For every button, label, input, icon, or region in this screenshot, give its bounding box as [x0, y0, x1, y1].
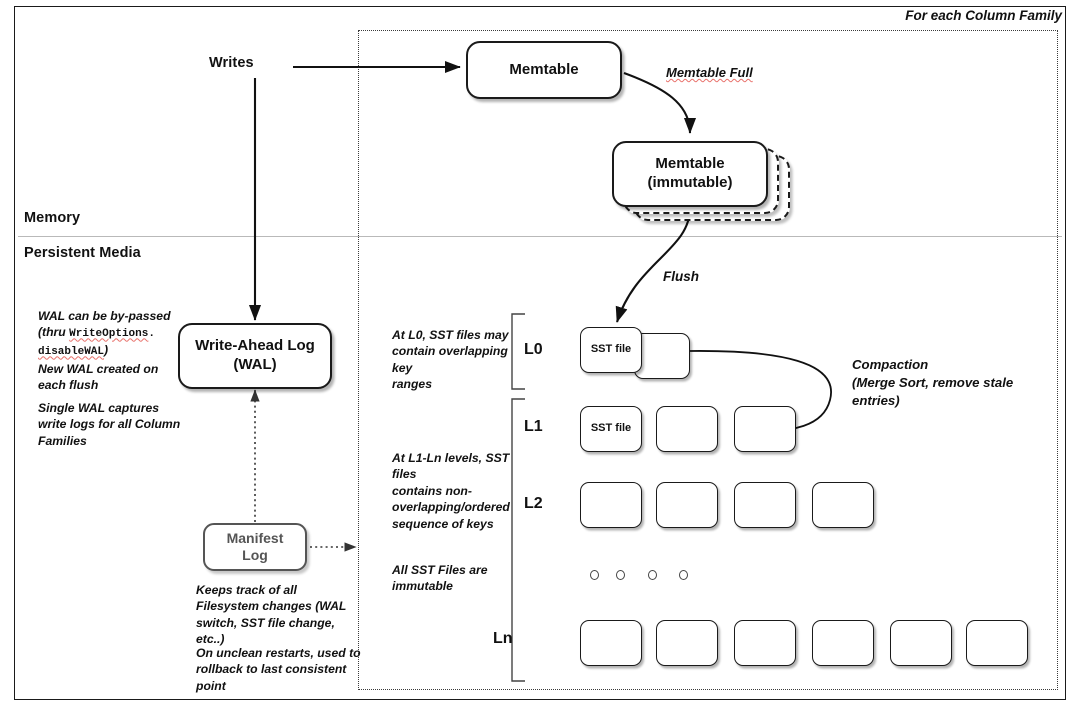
node-memtable[interactable]: Memtable — [466, 41, 622, 99]
annotation-l1ln-note-line-1: At L1-Ln levels, SST files — [392, 451, 510, 482]
node-memtable-immutable-label-1: Memtable — [655, 155, 725, 173]
level-label-l1: L1 — [524, 418, 543, 435]
section-label-memory: Memory — [24, 210, 81, 226]
annotation-wal-single-line-2: write logs for all Column — [38, 417, 181, 432]
sst-file-ln-2[interactable] — [656, 620, 718, 666]
sst-file-l2-4[interactable] — [812, 482, 874, 528]
sst-file-l0-1-label: SST file — [590, 343, 632, 356]
writes-label: Writes — [209, 55, 254, 71]
annotation-l0-note-line-2: contain overlapping key — [392, 344, 508, 375]
compaction-line-2: (Merge Sort, remove stale — [852, 374, 1014, 390]
annotation-immutable-note: All SST Files are immutable — [392, 562, 512, 595]
sst-file-l2-1[interactable] — [580, 482, 642, 528]
sst-file-l2-2[interactable] — [656, 482, 718, 528]
annotation-l1ln-note: At L1-Ln levels, SST files contains non-… — [392, 450, 512, 532]
annotation-immutable-note-line-2: immutable — [392, 579, 453, 594]
memory-persistent-divider — [18, 236, 1062, 237]
annotation-wal-new-line-1: New WAL created on — [38, 362, 159, 376]
sst-file-ln-3[interactable] — [734, 620, 796, 666]
annotation-manifest-rollback-line-3: point — [196, 678, 226, 693]
annotation-l0-note-line-1: At L0, SST files may — [392, 328, 509, 342]
annotation-manifest-rollback-line-2: rollback to last consistent — [196, 662, 347, 677]
annotation-wal-bypass-line-2-pre: (thru — [38, 325, 70, 340]
annotation-wal-single-line-1: Single WAL captures — [38, 401, 159, 415]
annotation-wal-bypass: WAL can be by-passed (thru WriteOptions.… — [38, 308, 208, 360]
annotation-l1ln-note-line-3: overlapping/ordered — [392, 500, 510, 515]
level-label-l0: L0 — [524, 341, 543, 358]
annotation-manifest-rollback-line-1: On unclean restarts, used to — [196, 646, 361, 660]
annotation-manifest-track: Keeps track of all Filesystem changes (W… — [196, 582, 356, 648]
annotation-manifest-rollback: On unclean restarts, used to rollback to… — [196, 645, 366, 694]
node-write-ahead-log[interactable]: Write-Ahead Log (WAL) — [178, 323, 332, 389]
ellipsis-dot-4 — [679, 570, 688, 580]
ellipsis-dot-2 — [616, 570, 625, 580]
annotation-l0-note-line-3: ranges — [392, 377, 432, 392]
annotation-manifest-track-line-3: switch, SST file change, — [196, 615, 335, 630]
column-family-frame — [358, 30, 1058, 690]
memtable-full-label: Memtable Full — [666, 65, 753, 80]
sst-file-l2-3[interactable] — [734, 482, 796, 528]
level-label-ln: Ln — [493, 630, 513, 647]
annotation-immutable-note-line-1: All SST Files are — [392, 563, 488, 577]
node-wal-label-2: (WAL) — [233, 356, 277, 373]
annotation-manifest-track-line-2: Filesystem changes (WAL — [196, 599, 347, 614]
section-label-persistent-media: Persistent Media — [24, 245, 141, 261]
level-label-l2: L2 — [524, 495, 543, 512]
ellipsis-dot-3 — [648, 570, 657, 580]
flush-label: Flush — [663, 269, 699, 284]
node-manifest-label-1: Manifest — [226, 529, 284, 546]
annotation-wal-bypass-code-writeoptions: WriteOptions — [69, 328, 149, 341]
sst-file-l1-1[interactable]: SST file — [580, 406, 642, 452]
annotation-manifest-track-line-4: etc..) — [196, 632, 225, 647]
annotation-wal-bypass-line-2: (thru WriteOptions. — [38, 324, 208, 342]
node-manifest-log[interactable]: Manifest Log — [203, 523, 307, 571]
node-memtable-immutable[interactable]: Memtable (immutable) — [612, 141, 768, 207]
annotation-wal-bypass-line-3: disableWAL) — [38, 342, 208, 360]
annotation-wal-bypass-line-1: WAL can be by-passed — [38, 309, 171, 323]
sst-file-l0-2[interactable] — [634, 333, 690, 379]
compaction-label: Compaction (Merge Sort, remove stale ent… — [852, 356, 1013, 409]
ellipsis-dot-1 — [590, 570, 599, 580]
annotation-wal-bypass-line-3-post: ) — [104, 343, 109, 358]
sst-file-ln-4[interactable] — [812, 620, 874, 666]
annotation-l1ln-note-line-4: sequence of keys — [392, 516, 494, 531]
annotation-wal-single-line-3: Families — [38, 433, 87, 448]
sst-file-ln-5[interactable] — [890, 620, 952, 666]
sst-file-ln-1[interactable] — [580, 620, 642, 666]
compaction-line-3: entries) — [852, 392, 900, 408]
annotation-wal-new: New WAL created on each flush — [38, 361, 208, 394]
sst-file-ln-6[interactable] — [966, 620, 1028, 666]
sst-file-l0-1[interactable]: SST file — [580, 327, 642, 373]
sst-file-l1-3[interactable] — [734, 406, 796, 452]
annotation-l1ln-note-line-2: contains non- — [392, 483, 472, 498]
annotation-wal-bypass-line-2-post: . — [148, 328, 155, 341]
node-manifest-label-2: Log — [242, 547, 268, 563]
sst-file-l1-1-label: SST file — [590, 422, 632, 435]
compaction-line-1: Compaction — [852, 357, 929, 372]
sst-file-l1-2[interactable] — [656, 406, 718, 452]
column-family-label: For each Column Family — [905, 8, 1062, 23]
outer-frame — [14, 6, 1066, 700]
annotation-wal-new-line-2: each flush — [38, 378, 99, 393]
annotation-wal-single: Single WAL captures write logs for all C… — [38, 400, 214, 449]
node-memtable-label: Memtable — [509, 60, 579, 78]
annotation-manifest-track-line-1: Keeps track of all — [196, 583, 297, 597]
annotation-wal-bypass-code-disablewal: disableWAL — [38, 346, 105, 359]
annotation-l0-note: At L0, SST files may contain overlapping… — [392, 327, 510, 393]
node-wal-label-1: Write-Ahead Log — [195, 337, 315, 355]
node-memtable-immutable-label-2: (immutable) — [647, 174, 733, 191]
